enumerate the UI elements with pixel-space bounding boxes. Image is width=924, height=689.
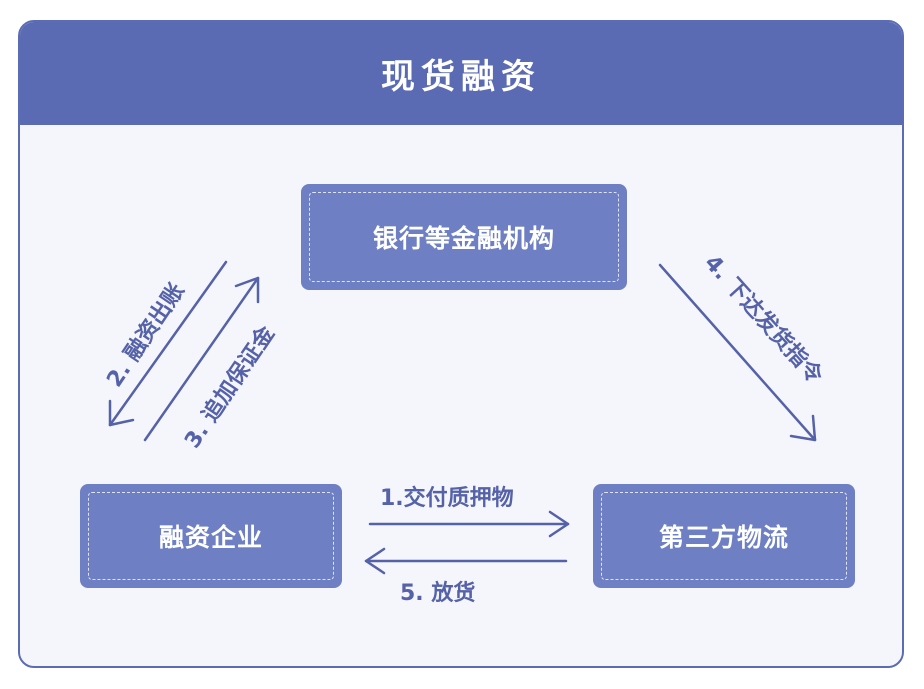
node-enterprise: 融资企业 (80, 484, 342, 588)
diagram-title: 现货融资 (381, 57, 541, 97)
node-enterprise-label: 融资企业 (88, 492, 334, 580)
arrow-delivery-instruction (658, 263, 817, 442)
node-bank-label: 银行等金融机构 (309, 192, 619, 282)
arrow-release-goods (364, 547, 568, 575)
node-logistics: 第三方物流 (593, 484, 855, 588)
node-logistics-label: 第三方物流 (601, 492, 847, 580)
node-bank: 银行等金融机构 (301, 184, 627, 290)
edge-label-release-goods: 5. 放货 (400, 581, 476, 606)
arrow-deliver-collateral (368, 510, 570, 538)
arrow-additional-margin (143, 276, 260, 442)
arrow-financing-disbursement (108, 260, 228, 427)
edge-label-deliver-collateral: 1.交付质押物 (380, 486, 514, 511)
header-bar: 现货融资 (20, 22, 902, 125)
